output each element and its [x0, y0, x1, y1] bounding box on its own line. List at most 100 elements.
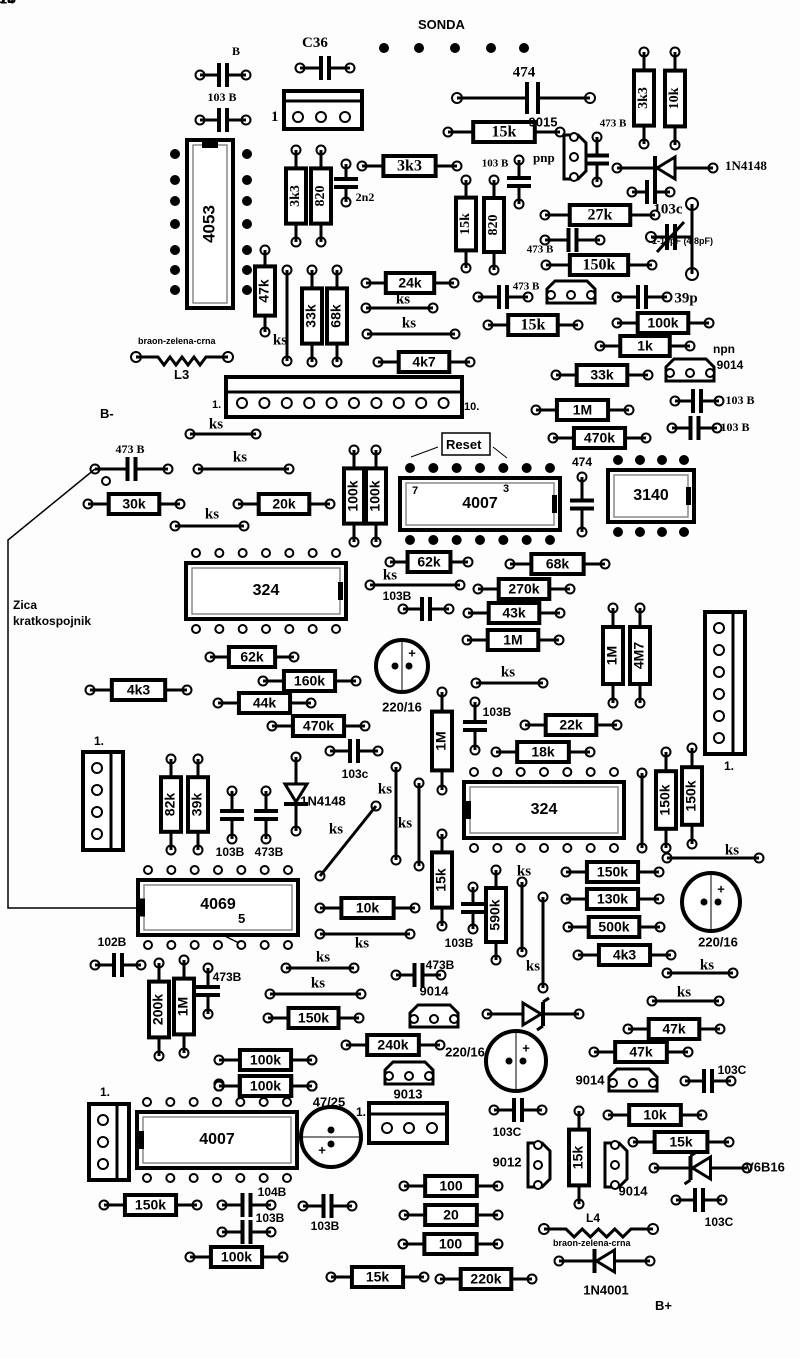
capacitor-103b-mid2: 103B [383, 589, 455, 621]
jumper-wire-vertical [281, 264, 293, 367]
jumper-wire: ks [280, 949, 360, 974]
connector-3pin-top [282, 89, 364, 131]
diode-1n4001: 1N4001 [553, 1247, 656, 1297]
jumper-label: ks [311, 975, 325, 991]
jumper-wire: ks [314, 928, 416, 951]
jumper-label: ks [209, 416, 223, 432]
resistor-130k: 130k [560, 887, 665, 911]
resistor-1m-mid: 1M [461, 628, 565, 652]
value-label: 473B [426, 958, 455, 972]
resistor-68k-v: 68k [325, 264, 349, 368]
value-label: 103B [383, 589, 412, 603]
jumper-wire-vertical [413, 777, 425, 872]
ic-label: 4053 [199, 205, 218, 243]
value-label: 1M [433, 731, 449, 750]
transistor-label: 9014 [717, 358, 744, 372]
value-label: 30k [122, 496, 146, 512]
value-label: 220k [470, 1271, 501, 1287]
value-label: 240k [377, 1037, 408, 1053]
value-label: 103C [705, 1215, 734, 1229]
jumper-wire: ks [184, 416, 262, 440]
reset-box [410, 432, 508, 459]
jumper-wire: ks [314, 800, 382, 882]
value-label: 39p [674, 290, 697, 306]
zener-diode-v6b16: V6B16 [648, 1150, 785, 1186]
c36-label: C36 [302, 35, 328, 51]
value-label: 39k [189, 793, 205, 817]
connector-bottom-mid-pin1: 1. [356, 1105, 366, 1119]
resistor-270k: 270k [472, 577, 576, 601]
capacitor-103c-mid: 103c [324, 739, 384, 781]
value-label: 473B [213, 970, 242, 984]
capacitor-473b-mid2: 103B [445, 881, 485, 950]
value-label: 1N4148 [300, 793, 346, 808]
capacitor-474-top: 474 [451, 64, 596, 114]
resistor-15k-mid: 15k [482, 313, 584, 337]
jumper-wire-vertical [636, 767, 648, 854]
value-label: 500k [598, 919, 629, 935]
resistor-820-v: 820 [309, 144, 333, 248]
resistor-240k: 240k [340, 1033, 446, 1057]
value-label: 473 B [600, 118, 627, 130]
resistor-150k-left: 150k [262, 1006, 365, 1030]
resistor-20k: 20k [232, 492, 336, 516]
value-label: 15k [458, 213, 473, 235]
ic-label: 4007 [199, 1131, 235, 1148]
value-label: 10k [356, 900, 380, 916]
transistor-9014-npn: 9014 [0, 0, 716, 383]
jumper-label: ks [329, 821, 343, 837]
transistor-9015-pnp: 9015 [529, 114, 588, 182]
value-label: 100k [647, 315, 678, 331]
header-pin1-label: 1. [212, 399, 221, 411]
value-label: 150k [583, 257, 616, 274]
value-label: 100k [221, 1249, 252, 1265]
capacitor-473b-left2: 473B [390, 958, 455, 987]
value-label: 33k [303, 304, 319, 328]
value-label: 473 B [115, 442, 144, 456]
ic-3140: 3140 [606, 455, 696, 537]
resistor-24k: 24k [360, 271, 460, 295]
value-label: 100k [250, 1052, 281, 1068]
transistor-label: 9014 [576, 1072, 606, 1087]
value-label: 24k [398, 275, 422, 291]
resistor-160k: 160k [257, 669, 362, 693]
l3-colors-label: braon-zelena-crna [138, 336, 217, 346]
value-label: 470k [584, 430, 615, 446]
value-label: 68k [328, 304, 344, 328]
electrolytic-47-25: +47/25 [299, 1094, 363, 1169]
transistor-label: 9014 [619, 1183, 649, 1198]
npn-label: npn [713, 342, 735, 356]
jumper-label: ks [355, 935, 369, 951]
value-label: 103c [342, 767, 369, 781]
ic-4069 [136, 865, 300, 950]
elco-label: 220/16 [698, 934, 738, 949]
electrolytic-220-16-mid: +220/16 [445, 1029, 548, 1093]
resistor-27k: 27k [539, 203, 661, 227]
value-label: 15k [366, 1269, 390, 1285]
value-label: 27k [588, 207, 613, 224]
resistor-15k-right: 15k [627, 1130, 735, 1154]
capacitor-103b-bottom1: 103B [216, 1211, 285, 1244]
resistor-1m-v2: 1M [430, 686, 454, 796]
wire-note-line2: kratkospojnik [13, 614, 91, 628]
capacitor-474-mid: 474 [570, 455, 594, 538]
value-label: 62k [240, 649, 264, 665]
value-label: 102B [98, 935, 127, 949]
value-label: 10k [643, 1107, 667, 1123]
jumper-label: ks [383, 567, 397, 583]
capacitor-102b: 473B [196, 962, 242, 1020]
resistor-1m-v: 1M [601, 602, 625, 709]
transistor-9014-right: 9014 [576, 1067, 659, 1093]
jumper-wire-vertical [390, 761, 402, 866]
trimmer-capacitor [645, 197, 699, 281]
polarity-mark: + [717, 881, 725, 896]
value-label: 474 [572, 455, 592, 469]
ic-label: 324 [531, 801, 558, 818]
pin3-label: 3 [503, 483, 509, 495]
value-label: 15k [570, 1146, 586, 1170]
value-label: 18k [531, 744, 555, 760]
resistor-22k: 22k [519, 713, 623, 737]
capacitor-c36 [294, 56, 356, 80]
